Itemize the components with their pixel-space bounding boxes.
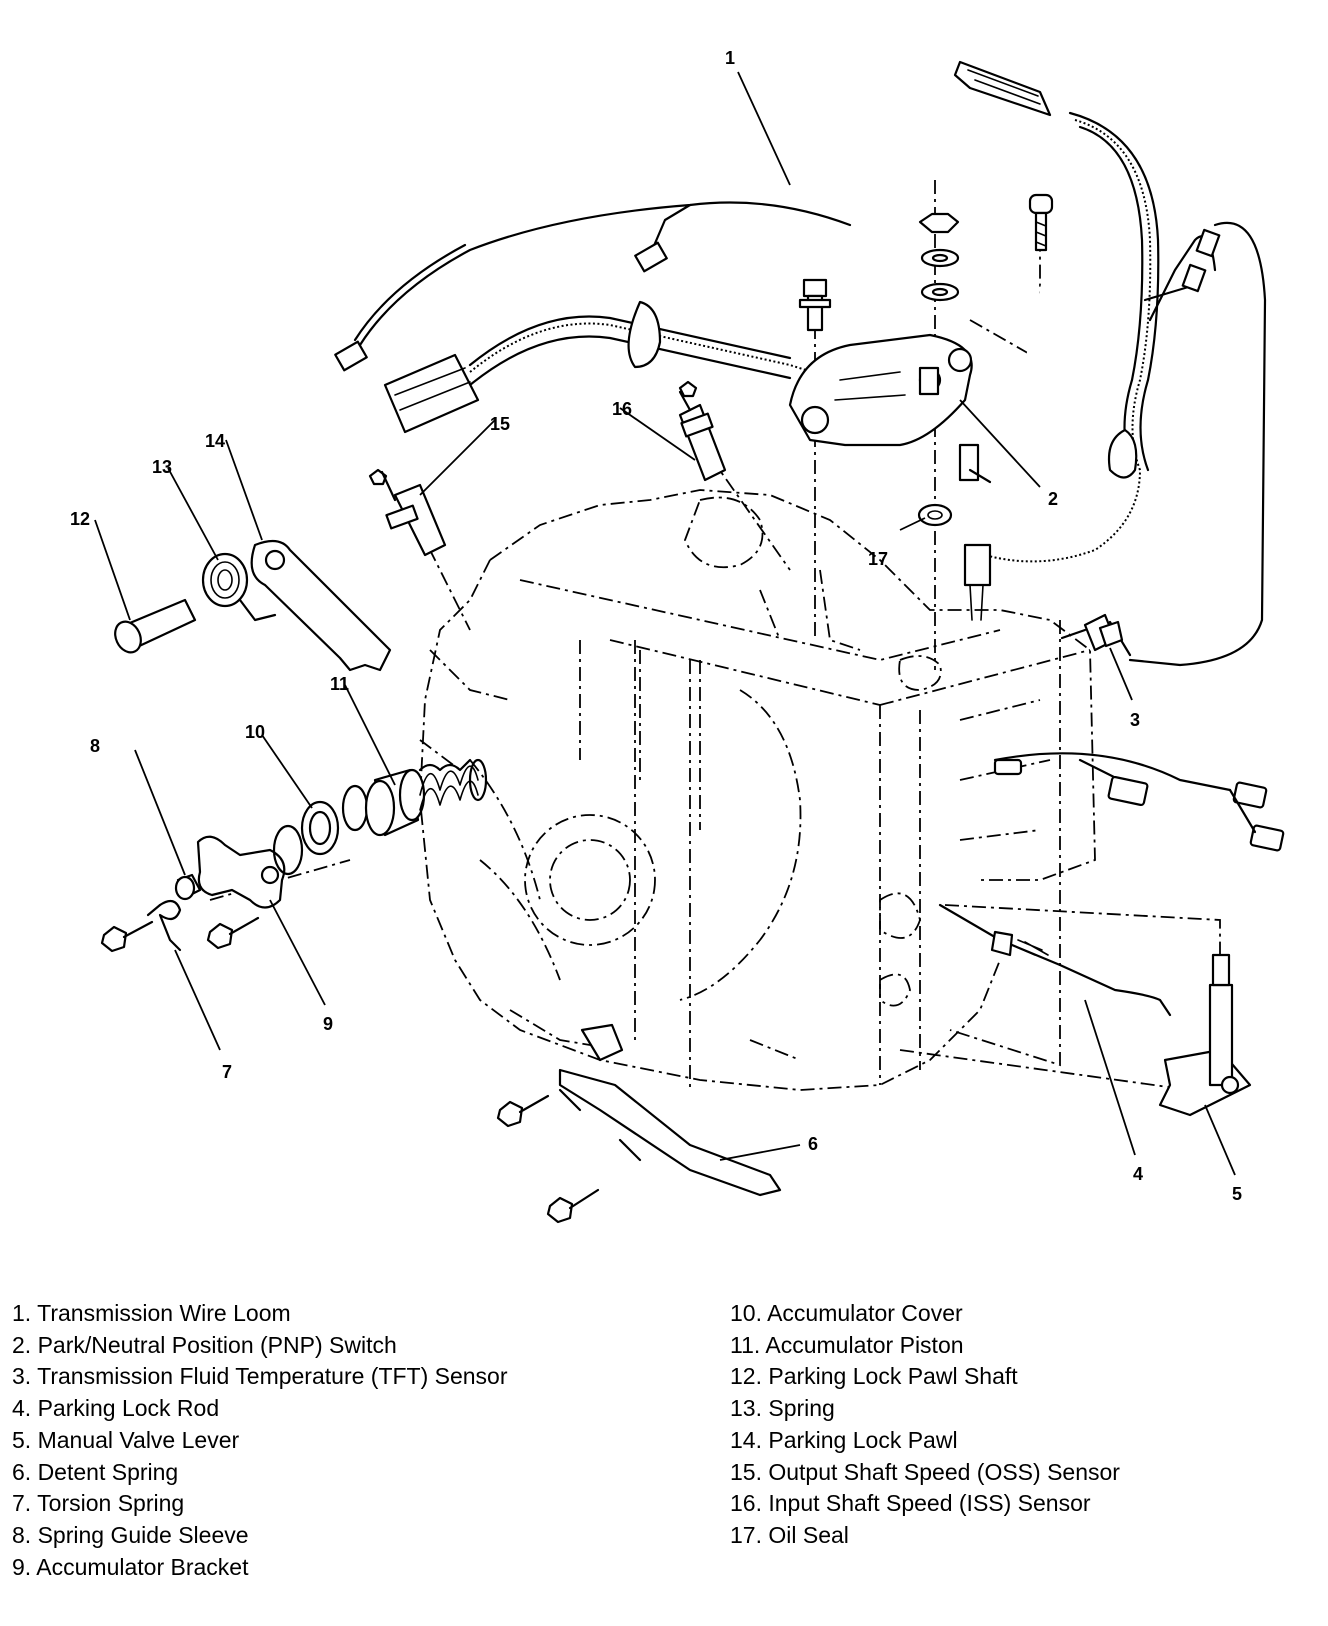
tft-sensor [1060, 613, 1124, 652]
callout-5: 5 [1232, 1184, 1242, 1204]
transmission-wire-loom [334, 60, 1267, 667]
callout-10: 10 [245, 722, 265, 742]
legend-item: 12. Parking Lock Pawl Shaft [730, 1363, 1018, 1390]
parking-pawl-spring [201, 552, 277, 622]
torsion-spring [146, 899, 182, 952]
pnp-switch [788, 333, 973, 447]
exploded-view-diagram: 1 2 3 4 5 6 7 8 9 10 11 12 13 14 15 16 1… [70, 48, 1285, 1224]
oss-sensor [380, 470, 447, 557]
parking-lock-pawl-shaft [114, 598, 197, 654]
legend-item: 5. Manual Valve Lever [12, 1426, 240, 1453]
legend-item: 3. Transmission Fluid Temperature (TFT) … [12, 1363, 508, 1390]
callout-4: 4 [1133, 1164, 1143, 1184]
callout-numbers: 1 2 3 4 5 6 7 8 9 10 11 12 13 14 15 16 1… [70, 48, 1242, 1204]
legend-item: 10. Accumulator Cover [730, 1300, 963, 1326]
legend-item: 4. Parking Lock Rod [12, 1395, 220, 1422]
legend-item: 2. Park/Neutral Position (PNP) Switch [12, 1331, 397, 1358]
legend-item: 14. Parking Lock Pawl [730, 1426, 958, 1453]
legend-item: 9. Accumulator Bracket [12, 1553, 249, 1580]
callout-11: 11 [330, 674, 349, 694]
detent-spring [558, 1023, 782, 1197]
callout-3: 3 [1130, 710, 1140, 730]
legend-right-column: 10. Accumulator Cover 11. Accumulator Pi… [730, 1298, 1120, 1552]
callout-14: 14 [205, 431, 225, 451]
legend-item: 1. Transmission Wire Loom [12, 1300, 291, 1326]
accumulator-piston [341, 758, 488, 837]
oil-seal [917, 503, 953, 527]
callout-1: 1 [725, 48, 735, 68]
callout-13: 13 [152, 457, 172, 477]
callout-8: 8 [90, 736, 100, 756]
pnp-hardware [798, 193, 1054, 484]
legend-item: 17. Oil Seal [730, 1521, 849, 1548]
transmission-case [419, 489, 1096, 1091]
callout-6: 6 [808, 1134, 818, 1154]
accumulator-cover [272, 800, 340, 876]
spring-guide-sleeve [174, 873, 202, 901]
legend-item: 8. Spring Guide Sleeve [12, 1521, 249, 1548]
legend-item: 13. Spring [730, 1395, 835, 1422]
callout-17: 17 [868, 549, 888, 569]
legend-item: 6. Detent Spring [12, 1458, 179, 1485]
iss-sensor [678, 390, 727, 482]
callout-7: 7 [222, 1062, 232, 1082]
legend-item: 11. Accumulator Piston [730, 1331, 964, 1358]
legend-item: 7. Torsion Spring [12, 1490, 185, 1517]
callout-15: 15 [490, 414, 510, 434]
manual-valve-lever [1158, 953, 1252, 1117]
harness-branch [963, 543, 1285, 852]
accumulator-bracket [196, 835, 286, 909]
bolts [100, 380, 698, 1224]
parking-lock-pawl [250, 539, 392, 672]
callout-9: 9 [323, 1014, 333, 1034]
parking-lock-rod [938, 903, 1172, 1017]
legend-left-column: 1. Transmission Wire Loom 2. Park/Neutra… [12, 1298, 508, 1583]
callout-12: 12 [70, 509, 90, 529]
legend-item: 15. Output Shaft Speed (OSS) Sensor [730, 1458, 1120, 1485]
legend-item: 16. Input Shaft Speed (ISS) Sensor [730, 1490, 1091, 1517]
callout-16: 16 [612, 399, 632, 419]
callout-2: 2 [1048, 489, 1058, 509]
callout-leaders [94, 71, 1236, 1176]
